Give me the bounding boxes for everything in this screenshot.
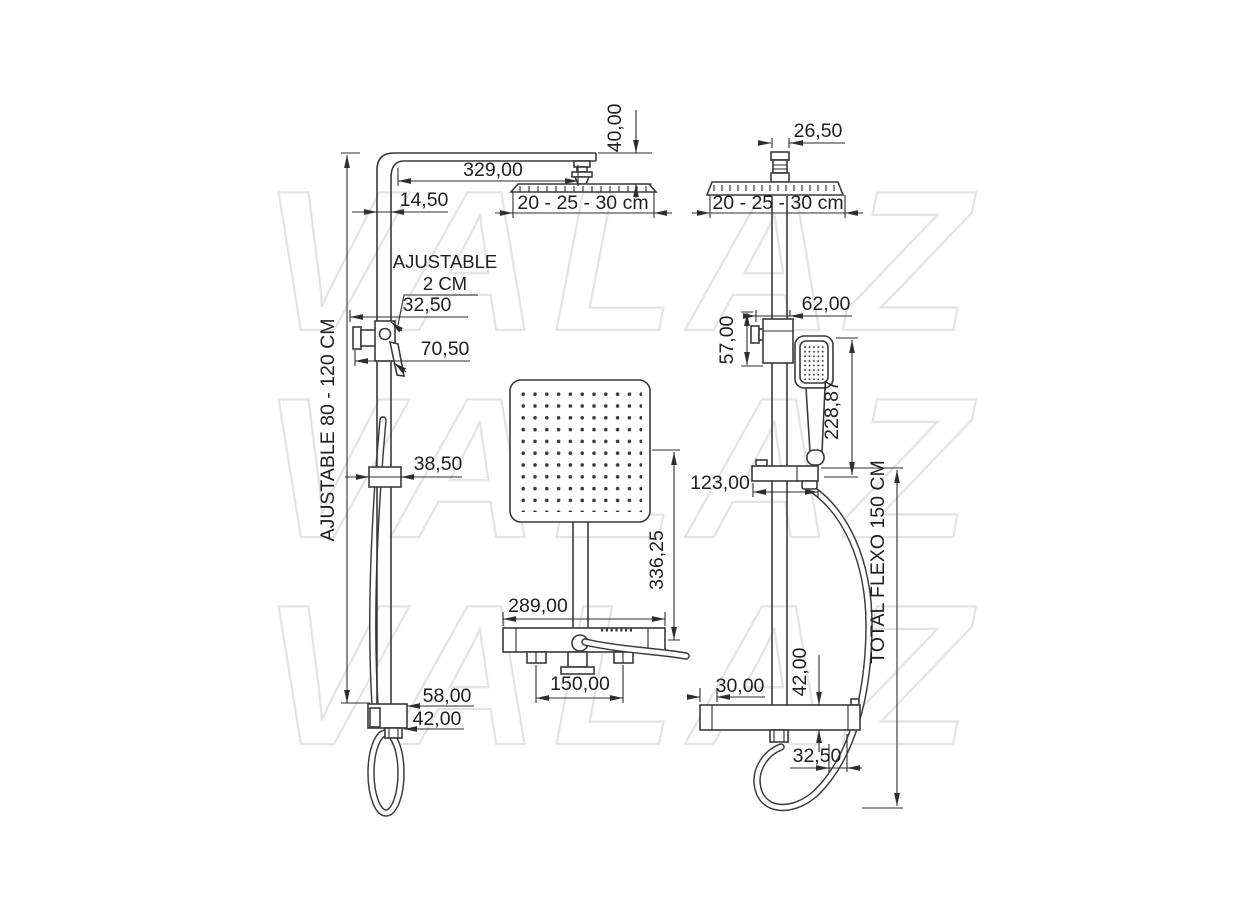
dim-column-height-range: AJUSTABLE 80 - 120 CM — [317, 319, 339, 542]
dim-bracket-depth: 38,50 — [414, 453, 463, 475]
dim-valve-offset: 32,50 — [403, 294, 452, 316]
outlet-flange — [560, 666, 595, 675]
dim-head-width-side: 20 - 25 - 30 cm — [517, 192, 648, 214]
dim-head-to-mixer: 336,25 — [646, 530, 668, 590]
dim-holder-length: 123,00 — [690, 472, 750, 494]
diverter-back — [750, 318, 794, 364]
riser-pipe-outer — [376, 152, 596, 705]
dim-hose-total: TOTAL FLEXO 150 CM — [867, 460, 889, 663]
dim-valve-depth: 70,50 — [421, 338, 470, 360]
dim-arm-length: 329,00 — [463, 159, 523, 181]
adjustable-note-line2: 2 CM — [423, 273, 467, 294]
dim-diverter-height: 57,00 — [716, 315, 738, 364]
top-fitting — [770, 151, 790, 183]
dim-hose-offset: 32,50 — [793, 745, 842, 767]
dim-bar-overhang: 30,00 — [716, 675, 765, 697]
mixer-back — [699, 698, 861, 743]
rain-head-nozzle-grid — [520, 391, 642, 512]
dim-head-drop: 40,00 — [604, 103, 626, 152]
rain-head-nozzles-back — [713, 185, 835, 191]
outlet-stem — [567, 651, 588, 668]
diverter-valve — [352, 320, 405, 377]
dim-mixer-width: 289,00 — [508, 595, 568, 617]
hand-shower-holder — [751, 459, 819, 490]
dim-inlet-spacing: 150,00 — [550, 673, 610, 695]
side-view: 40,00 329,00 14,50 20 - 25 - 30 cm AJUST… — [317, 103, 672, 817]
back-view: 26,50 20 - 25 - 30 cm 62,00 57,00 228,87… — [687, 120, 903, 812]
riser-pipe-back — [771, 196, 788, 705]
adjustable-leader — [397, 294, 478, 326]
front-view: 289,00 336,25 150,00 — [502, 379, 690, 703]
dim-fitting-depth: 58,00 — [423, 685, 472, 707]
riser-pipe-inner — [390, 160, 596, 705]
dim-nut-depth: 42,00 — [413, 708, 462, 730]
head-pipe — [572, 522, 589, 628]
dim-handshower-length: 228,87 — [821, 380, 843, 440]
hand-shower — [794, 335, 834, 466]
dim-mixer-height: 42,00 — [789, 647, 811, 696]
dim-pipe-depth: 14,50 — [400, 189, 449, 211]
bottom-fitting — [367, 703, 408, 739]
dim-diverter-width: 62,00 — [802, 293, 851, 315]
rain-head-back — [705, 181, 845, 196]
watermark-row-3: VALAZ — [262, 564, 984, 787]
dim-fitting-width: 26,50 — [794, 120, 843, 142]
adjustable-note-line1: AJUSTABLE — [393, 251, 498, 272]
dim-head-width-back: 20 - 25 - 30 cm — [712, 192, 843, 214]
